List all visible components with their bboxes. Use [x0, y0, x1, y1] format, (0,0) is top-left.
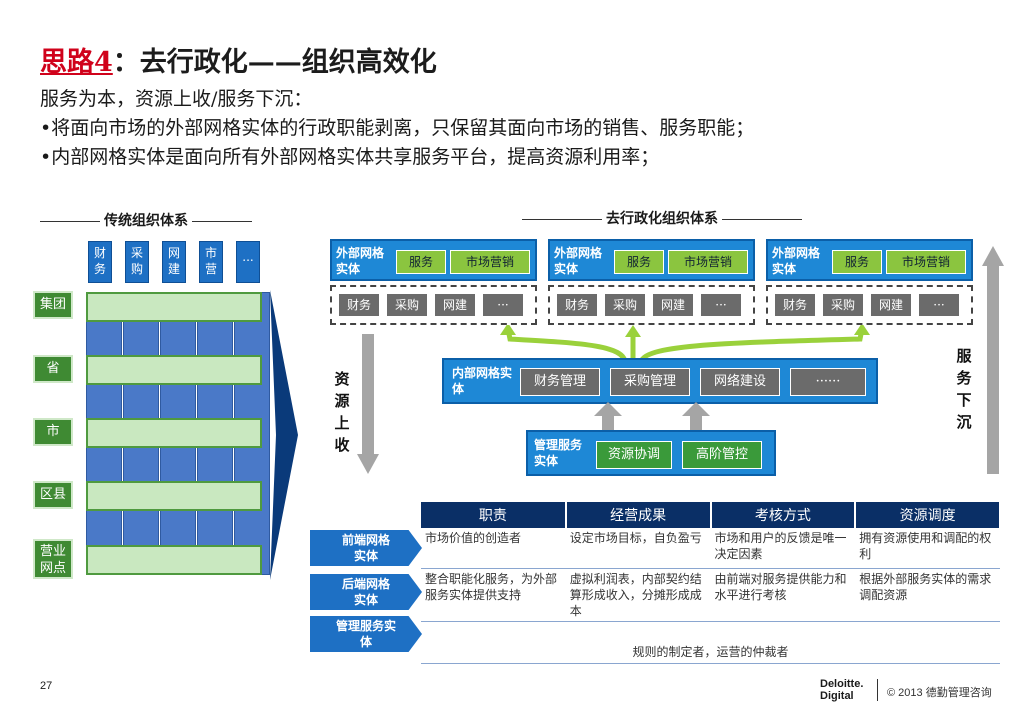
page-title: 思路4：去行政化——组织高效化	[40, 47, 437, 78]
grid-row	[86, 418, 262, 448]
table-cell: 由前端对服务提供能力和水平进行考核	[710, 568, 856, 622]
table-cell: 市场和用户的反馈是唯一决定因素	[710, 528, 856, 569]
inner-unit-panel: 内部网格实体 财务管理 采购管理 网络建设 ······	[442, 358, 878, 404]
table-header: 经营成果	[565, 502, 712, 528]
page-number: 27	[40, 680, 53, 692]
table-cell-merged: 规则的制定者，运营的仲裁者	[421, 621, 1000, 664]
row-label-county: 区县	[33, 481, 73, 509]
outer-admin-functions: 财务 采购 网建 ···	[548, 285, 755, 325]
table-row-label-back: 后端网格实体	[310, 574, 422, 610]
grid-row	[86, 481, 262, 511]
mgmt-unit-panel: 管理服务实体 资源协调 高阶管控	[526, 430, 776, 476]
table-cell: 拥有资源使用和调配的权利	[855, 528, 1000, 569]
bullet-1: •将面向市场的外部网格实体的行政职能剥离，只保留其面向市场的销售、服务职能；	[40, 117, 755, 139]
service-down-arrow	[982, 246, 1004, 474]
intro-text: 服务为本，资源上收/服务下沉：	[40, 88, 313, 110]
support-arrows	[594, 402, 710, 434]
table-cell: 市场价值的创造者	[421, 528, 566, 569]
outer-admin-functions: 财务 采购 网建 ···	[330, 285, 537, 325]
table-cell: 虚拟利润表，内部契约结算形成收入，分摊形成成本	[565, 568, 711, 622]
row-label-province: 省	[33, 355, 73, 383]
table-row: 市场价值的创造者 设定市场目标，自负盈亏 市场和用户的反馈是唯一决定因素 拥有资…	[421, 528, 1000, 569]
col-header-network: 网建	[162, 241, 186, 283]
service-down-label: 服务下沉	[956, 347, 972, 431]
service-arrows	[500, 325, 870, 364]
table-row: 整合职能化服务，为外部服务实体提供支持 虚拟利润表，内部契约结算形成收入，分摊形…	[421, 568, 1000, 622]
row-label-group: 集团	[33, 291, 73, 319]
outer-unit-panel: 外部网格实体 服务 市场营销	[766, 239, 973, 281]
table-header: 职责	[421, 502, 567, 528]
table-row-label-front: 前端网格实体	[310, 530, 422, 566]
table-header: 资源调度	[855, 502, 1001, 528]
table-cell: 设定市场目标，自负盈亏	[565, 528, 711, 569]
grid-row	[86, 292, 262, 322]
col-header-marketing: 市营	[199, 241, 223, 283]
table-cell: 根据外部服务实体的需求调配资源	[855, 568, 1000, 622]
outer-admin-functions: 财务 采购 网建 ···	[766, 285, 973, 325]
deadmin-org-header: 去行政化组织体系	[518, 208, 806, 228]
outer-unit-panel: 外部网格实体 服务 市场营销	[548, 239, 755, 281]
row-label-outlet: 营业网点	[33, 539, 73, 579]
resource-up-arrow	[357, 334, 379, 474]
table-row: 规则的制定者，运营的仲裁者	[421, 621, 1000, 664]
col-header-procurement: 采购	[125, 241, 149, 283]
responsibility-table: 职责 经营成果 考核方式 资源调度 市场价值的创造者 设定市场目标，自负盈亏 市…	[421, 502, 1001, 664]
grid-row	[86, 355, 262, 385]
deloitte-digital-logo: Deloitte.Digital	[820, 678, 864, 702]
footer-divider	[877, 679, 878, 701]
traditional-org-header: 传统组织体系	[36, 210, 256, 230]
transition-chevron	[270, 290, 298, 580]
resource-up-label: 资源上收	[334, 370, 350, 454]
col-header-more: ...	[236, 241, 260, 283]
copyright-text: © 2013 德勤管理咨询	[887, 687, 992, 699]
table-cell: 整合职能化服务，为外部服务实体提供支持	[421, 568, 566, 622]
outer-unit-panel: 外部网格实体 服务 市场营销	[330, 239, 537, 281]
grid-row	[86, 545, 262, 575]
bullet-2: •内部网格实体是面向所有外部网格实体共享服务平台，提高资源利用率；	[40, 146, 660, 168]
col-header-finance: 财务	[88, 241, 112, 283]
table-header: 考核方式	[710, 502, 857, 528]
row-label-city: 市	[33, 418, 73, 446]
table-row-label-mgmt: 管理服务实体	[310, 616, 422, 652]
